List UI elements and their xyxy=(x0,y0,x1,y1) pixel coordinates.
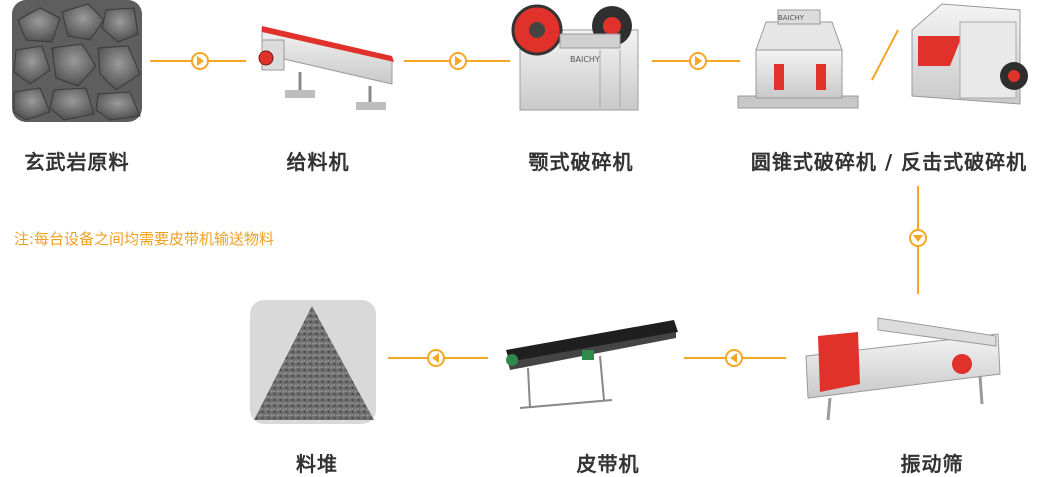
step-label-cone-impact: 圆锥式破碎机 / 反击式破碎机 xyxy=(750,150,1028,174)
belt-conveyor-illustration xyxy=(506,320,678,409)
step-label-jaw: 颚式破碎机 xyxy=(528,150,634,174)
step-label-belt: 皮带机 xyxy=(576,452,640,476)
step-label-screen: 振动筛 xyxy=(900,452,964,476)
step-label-feeder: 给料机 xyxy=(286,150,350,174)
slash-divider xyxy=(871,29,899,81)
impact-crusher-illustration xyxy=(911,3,1028,105)
note-text: 注:每台设备之间均需要皮带机输送物料 xyxy=(14,230,275,248)
stockpile-photo xyxy=(250,300,376,424)
svg-text:BAICHY: BAICHY xyxy=(778,14,805,22)
step-label-stock: 料堆 xyxy=(296,452,338,476)
raw-material-photo xyxy=(12,0,142,122)
jaw-crusher-illustration: BAICHY xyxy=(511,4,639,111)
jaw-crusher-brand: BAICHY xyxy=(570,55,600,64)
cone-crusher-illustration: BAICHY xyxy=(737,9,859,109)
vibrating-screen-illustration xyxy=(805,317,1001,421)
step-label-raw: 玄武岩原料 xyxy=(24,150,130,174)
vibrating-feeder-illustration xyxy=(258,26,394,110)
